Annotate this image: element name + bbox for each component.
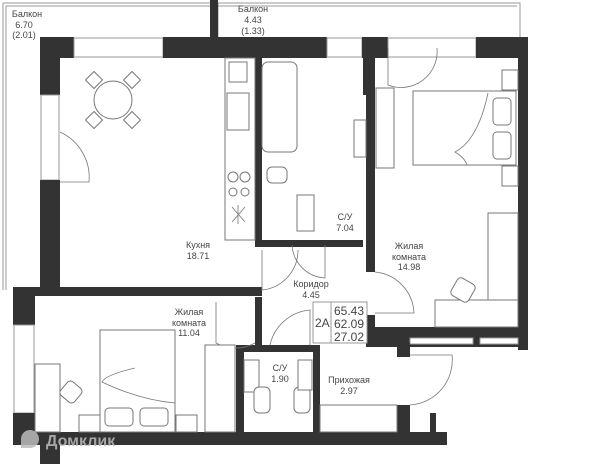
dining-table (93, 80, 133, 120)
bath-sink-2 (353, 119, 367, 158)
room-name: Кухня (186, 240, 210, 250)
room-area: 7.04 (336, 223, 354, 233)
room-name: Балкон (238, 4, 268, 14)
room-name: Жилая (175, 307, 204, 317)
desk-left (34, 363, 61, 433)
toilet (266, 166, 288, 184)
room-name: Коридор (293, 279, 329, 289)
kitchen-sink (226, 92, 250, 131)
desk (434, 299, 519, 328)
bathtub (261, 61, 298, 153)
room-name: Балкон (12, 9, 42, 19)
room-area: 18.71 (187, 251, 210, 261)
balcony-outlines (2, 0, 521, 290)
room-area: 14.98 (398, 262, 421, 272)
room-area: 4.45 (302, 290, 320, 300)
hall-wardrobe (319, 404, 398, 433)
wardrobe (487, 212, 519, 302)
apartment-type: 2А (315, 316, 330, 330)
walls (13, 37, 528, 464)
room-name: Жилая (395, 241, 424, 251)
total-area: 65.43 (334, 304, 364, 318)
furniture (34, 57, 519, 433)
room-area: 1.90 (271, 374, 289, 384)
watermark-logo: Домклик (21, 430, 116, 450)
living-area: 27.02 (334, 330, 364, 344)
kitchen-counter (224, 57, 256, 241)
room-name: С/У (338, 212, 353, 222)
area-without-balcony: 62.09 (334, 317, 364, 331)
room-name-2: комната (392, 252, 426, 262)
logo-icon (21, 430, 39, 448)
area-summary: 2А 65.43 62.09 27.02 (312, 301, 368, 344)
room-area: 2.97 (340, 386, 358, 396)
room-name-2: комната (172, 318, 206, 328)
wardrobe-left (204, 344, 236, 433)
watermark-text: Домклик (46, 433, 116, 450)
doors (59, 47, 453, 406)
room-labels: Балкон 6.70 (2.01) Балкон 4.43 (1.33) Ку… (12, 4, 426, 396)
room-extra: (2.01) (12, 30, 36, 40)
room-area: 4.43 (244, 15, 262, 25)
room-area: 6.70 (15, 20, 33, 30)
bath-sink (296, 194, 315, 232)
room-area: 11.04 (178, 328, 200, 338)
room-name: С/У (273, 363, 288, 373)
room-name: Прихожая (328, 375, 370, 385)
room-extra: (1.33) (241, 26, 265, 36)
